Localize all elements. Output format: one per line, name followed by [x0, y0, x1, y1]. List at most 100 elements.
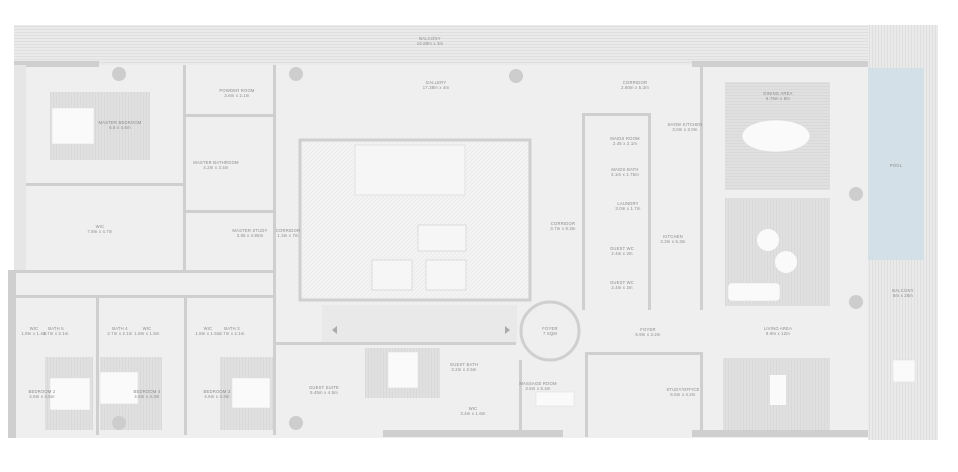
- room-name: FOYER: [542, 326, 557, 331]
- arrow-left-icon: [332, 326, 337, 334]
- column: [112, 67, 126, 81]
- room-name: BATH 4: [112, 326, 128, 331]
- wall: [26, 183, 183, 186]
- room-size: 3.2m x 2.5m: [451, 367, 477, 372]
- room-name: MASSAGE ROOM: [519, 381, 557, 386]
- wall: [186, 210, 273, 213]
- room-name: GUEST WC: [610, 280, 634, 285]
- bed: [99, 371, 139, 405]
- wall: [273, 295, 276, 435]
- wall: [692, 430, 868, 437]
- room-name: MAIDS ROOM: [610, 136, 640, 141]
- room-name: LAUNDRY: [617, 201, 638, 206]
- room-name: BATH 3: [224, 326, 240, 331]
- room-size: 8.75m x 8m: [766, 96, 790, 101]
- room-size: 4.6m x 4.3m: [134, 394, 160, 399]
- column: [112, 416, 126, 430]
- wall: [700, 352, 703, 437]
- wall: [276, 342, 516, 345]
- room-size: 3.5m x 5.4m: [525, 386, 551, 391]
- room-size: 5.6 x 4.6m: [109, 125, 131, 130]
- balcony-table: [892, 359, 916, 383]
- wall: [692, 61, 868, 67]
- room-size: 8.9m x 12m: [766, 331, 790, 336]
- room-name: BALCONY: [892, 288, 913, 293]
- room-name: WIC: [96, 224, 105, 229]
- room-name: FOYER: [640, 327, 655, 332]
- room-size: 4.6m x 4.3m: [204, 394, 230, 399]
- pool: [868, 68, 924, 260]
- room-size: 8m x 25m: [893, 293, 913, 298]
- wall: [8, 270, 16, 438]
- room-size: 6.5m x 4.2m: [670, 392, 696, 397]
- column: [849, 295, 863, 309]
- dining-table: [741, 119, 811, 153]
- room-size: 4.6m x 4.5m: [29, 394, 55, 399]
- room-size: 7 SQM: [543, 331, 557, 336]
- room-size: 2.1m x 1.75m: [611, 172, 639, 177]
- room-name: GUEST SUITE: [309, 385, 339, 390]
- room-size: 2.7m x 2.1m: [219, 331, 245, 336]
- elevator: [425, 259, 467, 291]
- room-size: 1.8m x 1.5m: [195, 331, 221, 336]
- wall: [14, 65, 26, 270]
- stairs: [354, 144, 466, 196]
- room-size: 2.4m x 2m: [611, 285, 633, 290]
- wall: [273, 65, 276, 295]
- room-name: STUDY/OFFICE: [666, 387, 699, 392]
- balcony-deck-top: [14, 25, 870, 65]
- room-size: 17.38m x 4m: [423, 85, 450, 90]
- room-name: SHOW KITCHEN: [668, 122, 703, 127]
- column: [289, 67, 303, 81]
- coffee-table: [757, 229, 779, 251]
- wall: [184, 295, 187, 435]
- room-name: BATH 5: [48, 326, 64, 331]
- room-size: 3.6m x 2.1m: [224, 93, 250, 98]
- bed: [51, 107, 95, 145]
- bed: [387, 351, 419, 389]
- wall: [96, 295, 99, 435]
- room-name: CORRIDOR: [276, 228, 300, 233]
- column: [289, 416, 303, 430]
- wall: [186, 114, 273, 117]
- room-name: MASTER STUDY: [232, 228, 267, 233]
- wall: [585, 352, 588, 437]
- room-size: 5.45m x 4.5m: [310, 390, 338, 395]
- coffee-table: [775, 251, 797, 273]
- room-size: 1.3m x 7m: [277, 233, 299, 238]
- room-name: MASTER BATHROOM: [193, 160, 239, 165]
- room-size: 2.7m x 2.1m: [43, 331, 69, 336]
- wall: [183, 65, 186, 270]
- room-size: 3.4m x 1.6m: [460, 411, 486, 416]
- column: [509, 69, 523, 83]
- room-name: BALCONY: [419, 36, 440, 41]
- room-name: KITCHEN: [663, 234, 683, 239]
- wall: [648, 113, 651, 310]
- room-name: MASTER BEDROOM: [98, 120, 141, 125]
